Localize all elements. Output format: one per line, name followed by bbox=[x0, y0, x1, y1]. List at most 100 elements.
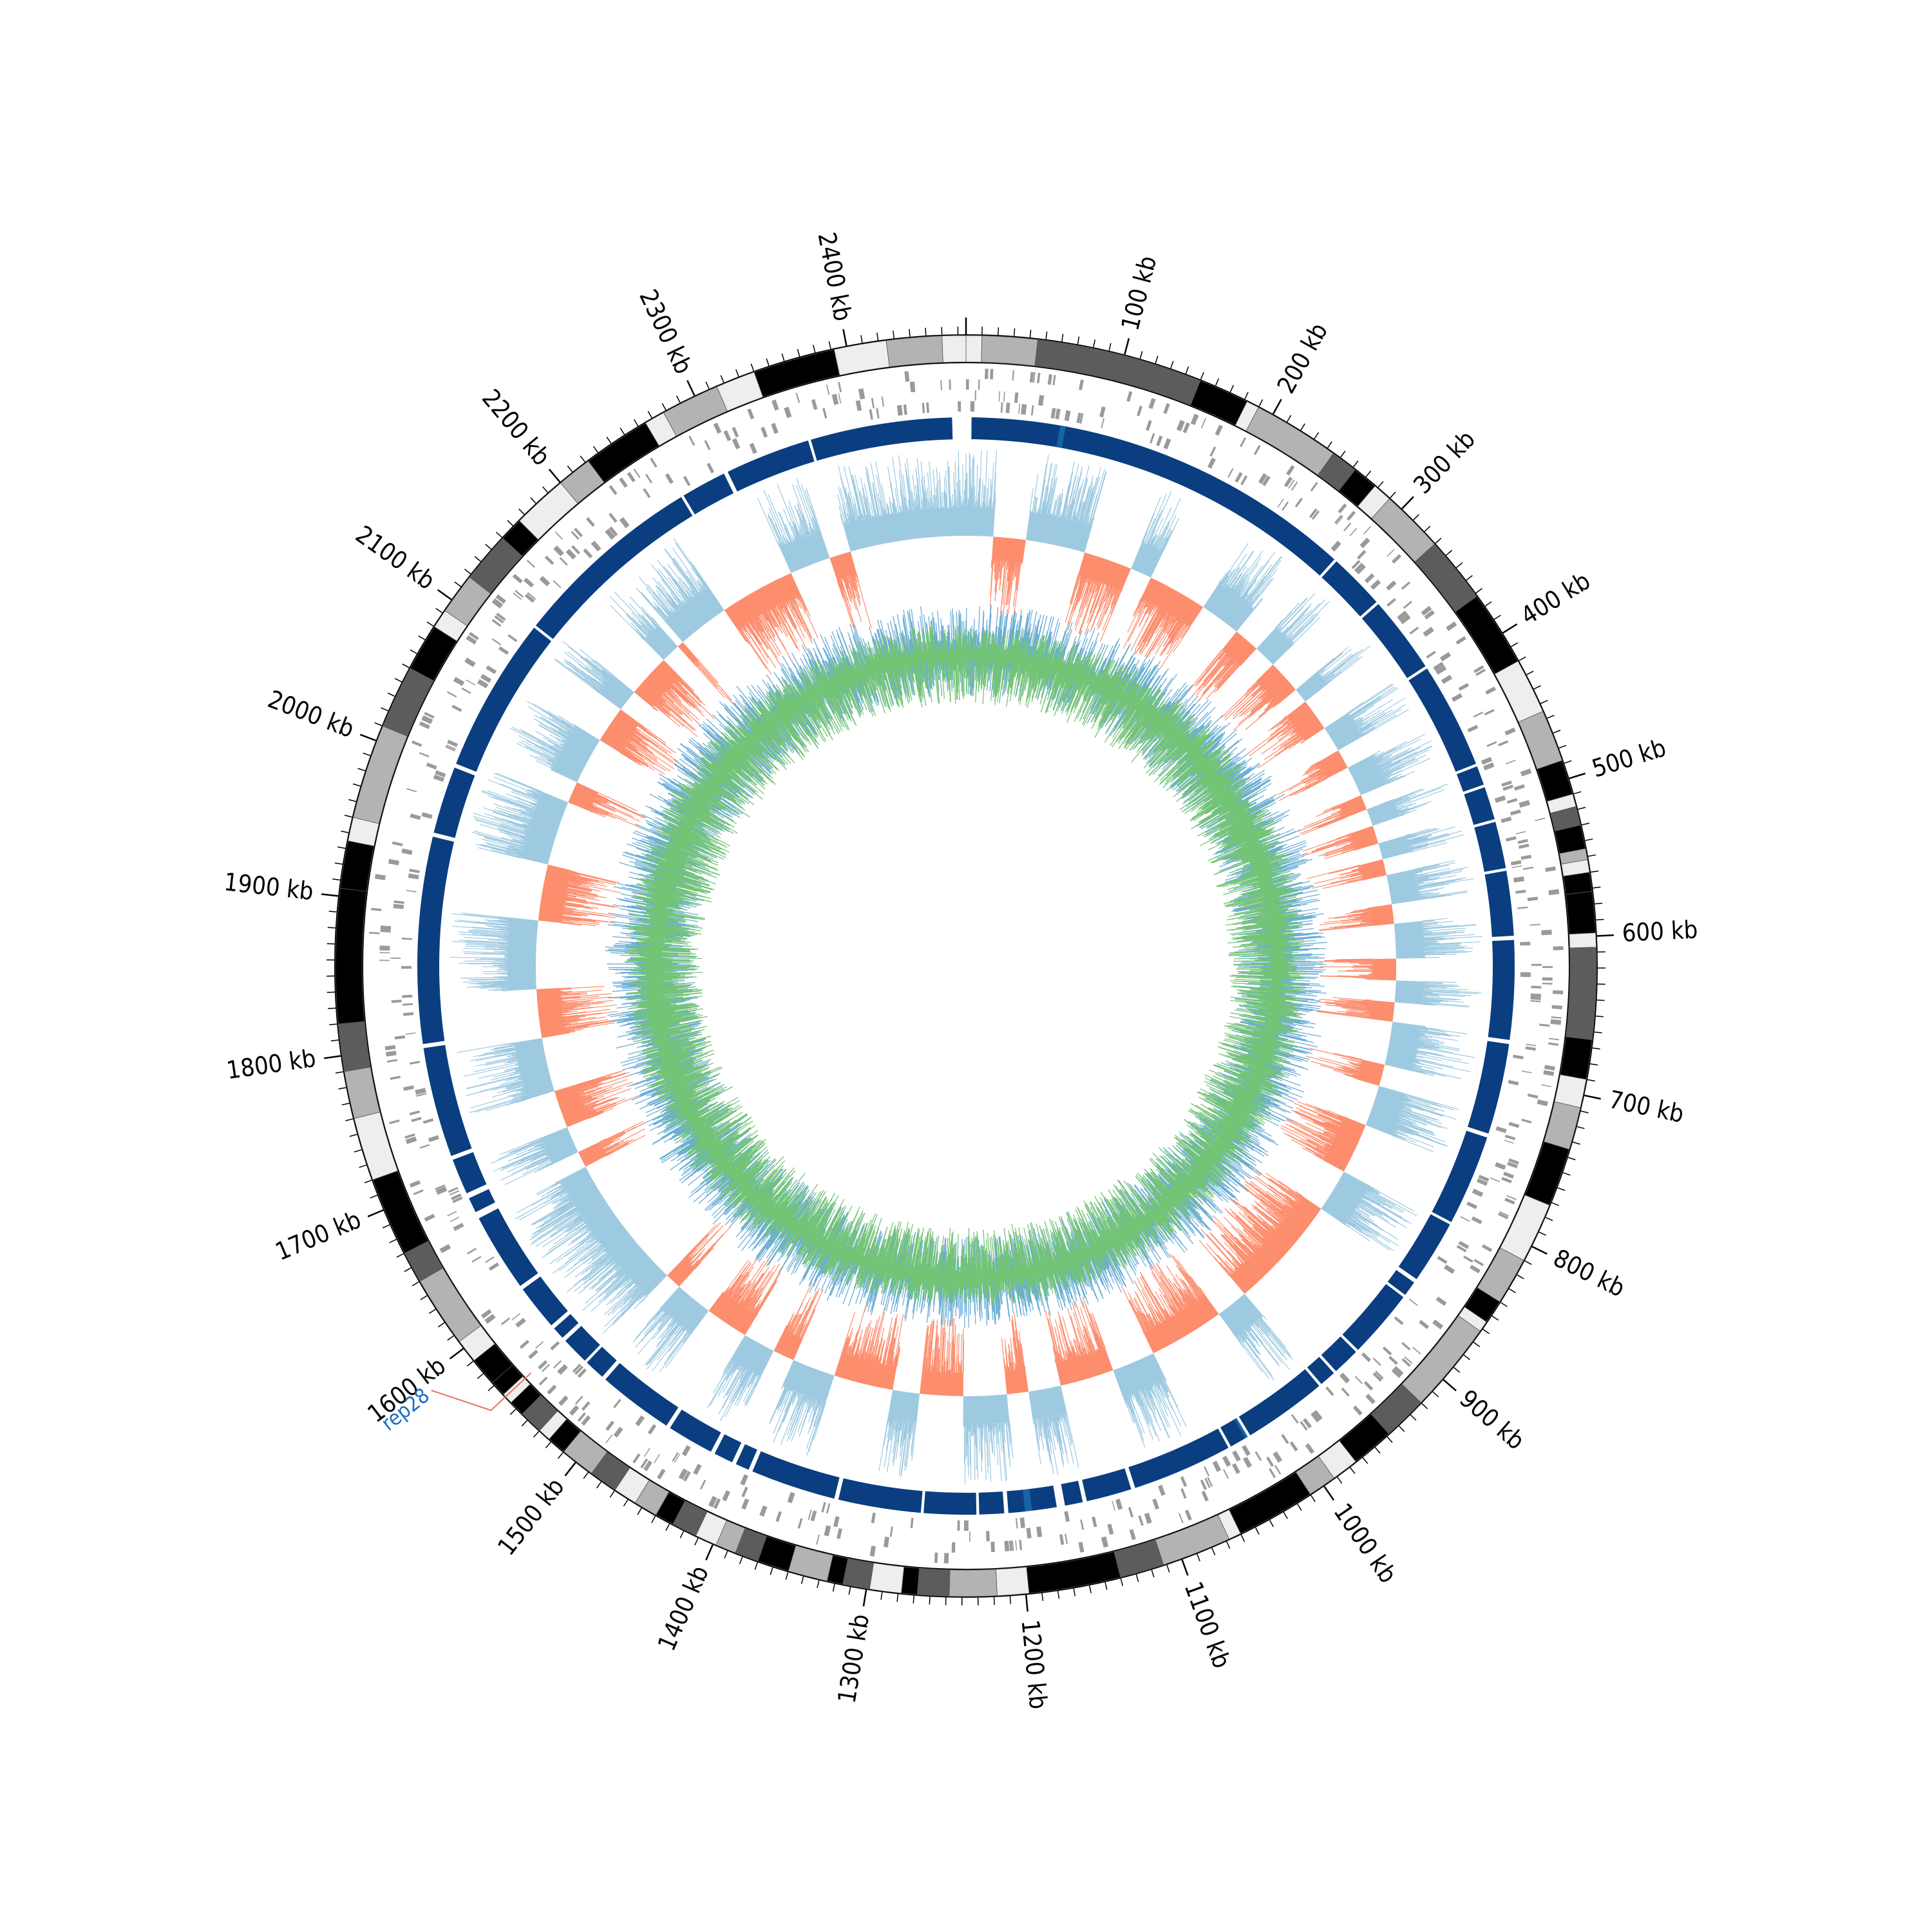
skew-negative-band bbox=[1369, 1000, 1395, 1022]
minor-tick bbox=[781, 353, 785, 361]
skew-negative-band bbox=[1056, 1348, 1113, 1386]
minor-tick bbox=[583, 1472, 589, 1479]
minor-tick bbox=[1435, 537, 1442, 544]
minor-tick bbox=[832, 1584, 835, 1592]
scale-label: 2000 kb bbox=[264, 685, 358, 743]
skew-negative-spikes bbox=[1318, 958, 1374, 980]
minor-tick bbox=[447, 1335, 454, 1341]
skew-negative-spikes bbox=[737, 594, 819, 675]
minor-tick bbox=[876, 332, 879, 341]
minor-tick bbox=[334, 862, 343, 865]
skew-positive-spikes bbox=[472, 772, 542, 858]
skew-positive-spikes bbox=[491, 1137, 553, 1186]
minor-tick bbox=[509, 1408, 516, 1416]
skew-negative-band bbox=[677, 642, 699, 664]
skew-positive-spikes bbox=[1392, 783, 1449, 817]
minor-tick bbox=[363, 752, 371, 756]
minor-tick bbox=[1365, 470, 1372, 478]
minor-tick bbox=[1594, 1031, 1602, 1034]
synteny-block bbox=[1474, 822, 1506, 872]
minor-tick bbox=[341, 1103, 350, 1106]
ideogram-ring bbox=[334, 334, 1598, 1598]
minor-tick bbox=[754, 1562, 758, 1570]
synteny-block bbox=[452, 1152, 487, 1193]
skew-negative-spikes bbox=[693, 659, 734, 704]
skew-negative-spikes bbox=[1277, 761, 1328, 801]
scale-label: 1200 kb bbox=[1016, 1618, 1053, 1710]
scale-label: 900 kb bbox=[1454, 1384, 1530, 1455]
major-tick bbox=[1584, 1094, 1601, 1100]
skew-negative-band bbox=[1005, 1368, 1029, 1394]
minor-tick bbox=[1041, 1593, 1044, 1601]
skew-positive-spikes bbox=[1275, 592, 1330, 645]
minor-tick bbox=[1578, 806, 1586, 810]
scale-ticks bbox=[321, 317, 1614, 1612]
synteny-block bbox=[1361, 603, 1426, 678]
minor-tick bbox=[435, 608, 443, 614]
minor-tick bbox=[623, 1499, 629, 1507]
ideogram-band bbox=[1113, 1539, 1164, 1578]
major-tick bbox=[1401, 496, 1414, 509]
skew-negative-band bbox=[1350, 826, 1379, 851]
minor-tick bbox=[1596, 999, 1605, 1001]
skew-positive-band bbox=[507, 917, 538, 991]
minor-tick bbox=[1455, 562, 1463, 569]
skew-positive-band bbox=[1367, 799, 1400, 826]
scale-label: 2300 kb bbox=[634, 285, 698, 379]
minor-tick bbox=[1151, 1569, 1155, 1578]
minor-tick bbox=[800, 1576, 804, 1584]
minor-tick bbox=[1493, 614, 1501, 620]
scale-label: 2400 kb bbox=[812, 230, 857, 323]
minor-tick bbox=[647, 411, 652, 419]
scale-label: 500 kb bbox=[1589, 734, 1669, 783]
synteny-block bbox=[423, 1045, 472, 1156]
skew-negative-spikes bbox=[1316, 997, 1372, 1019]
minor-tick bbox=[1374, 1446, 1381, 1454]
minor-tick bbox=[705, 381, 710, 390]
skew-negative-band bbox=[1078, 552, 1132, 591]
ideogram-band bbox=[965, 335, 983, 363]
minor-tick bbox=[327, 927, 336, 929]
skew-positive-band bbox=[730, 1335, 774, 1376]
minor-tick bbox=[1432, 1391, 1439, 1397]
ideogram-band bbox=[981, 335, 1039, 366]
ideogram-band bbox=[1494, 661, 1544, 723]
synteny-block bbox=[1342, 1283, 1404, 1350]
synteny-block bbox=[469, 1189, 495, 1213]
synteny-block bbox=[838, 1478, 923, 1513]
synteny-block bbox=[978, 1492, 1005, 1515]
minor-tick bbox=[1573, 791, 1582, 795]
skew-negative-spikes bbox=[1307, 864, 1364, 889]
minor-tick bbox=[766, 358, 770, 366]
skew-positive-band bbox=[598, 674, 634, 710]
skew-positive-band bbox=[1203, 583, 1255, 632]
skew-positive-spikes bbox=[1422, 918, 1483, 959]
minor-tick bbox=[817, 1580, 820, 1588]
skew-negative-spikes bbox=[1198, 1170, 1303, 1276]
ideogram-band bbox=[886, 336, 943, 367]
minor-tick bbox=[633, 419, 639, 426]
minor-tick bbox=[1587, 1079, 1595, 1082]
minor-tick bbox=[1197, 1553, 1200, 1562]
skew-negative-spikes bbox=[1247, 715, 1305, 768]
synteny-block bbox=[1484, 871, 1514, 937]
minor-tick bbox=[1564, 760, 1572, 764]
ideogram-inner-edge bbox=[362, 362, 1570, 1570]
skew-negative-band bbox=[724, 573, 800, 630]
skew-negative-band bbox=[1222, 631, 1257, 666]
minor-tick bbox=[1057, 1591, 1060, 1599]
ideogram-band bbox=[842, 1558, 874, 1589]
scale-label: 1400 kb bbox=[652, 1562, 714, 1655]
minor-tick bbox=[637, 1508, 642, 1515]
minor-tick bbox=[381, 707, 388, 712]
minor-tick bbox=[909, 328, 911, 337]
minor-tick bbox=[1155, 355, 1159, 364]
skew-positive-spikes bbox=[1032, 1413, 1079, 1475]
gc-content-spikes bbox=[605, 604, 1327, 1328]
minor-tick bbox=[437, 1322, 445, 1328]
skew-positive-spikes bbox=[554, 641, 612, 693]
synteny-block bbox=[587, 1347, 617, 1377]
minor-tick bbox=[567, 465, 573, 473]
minor-tick bbox=[1533, 685, 1541, 690]
